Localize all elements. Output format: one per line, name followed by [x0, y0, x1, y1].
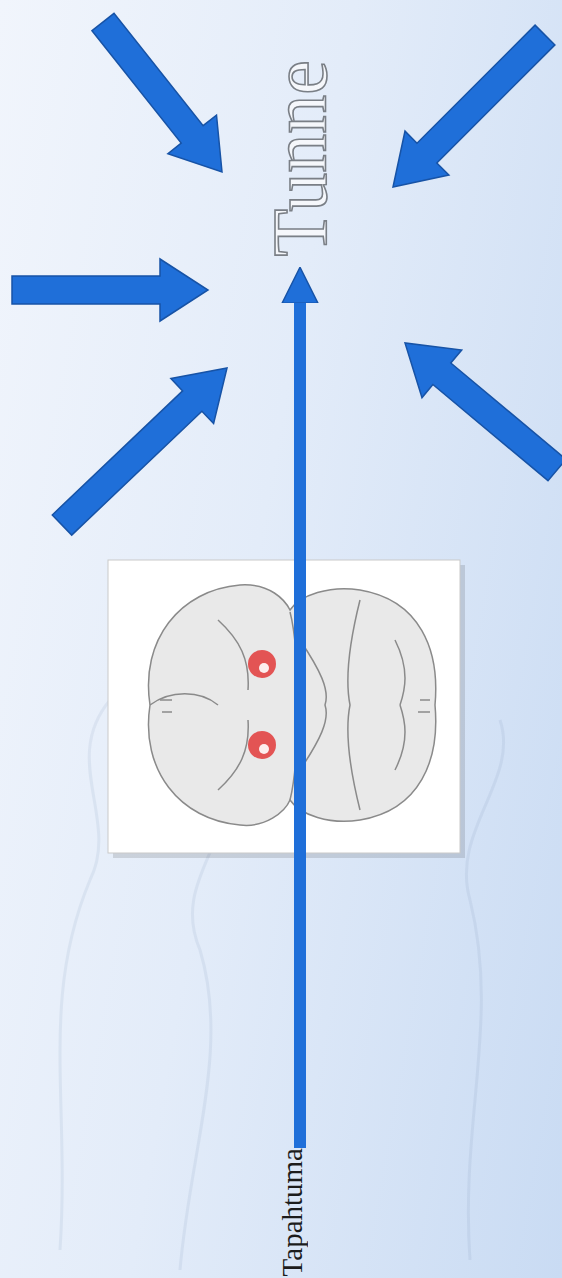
block-arrow — [405, 343, 562, 481]
text-node: Tunne — [261, 60, 339, 257]
block-arrows — [12, 13, 562, 535]
node-label: Tunne — [256, 60, 343, 257]
brain-picture — [108, 560, 465, 858]
block-arrow — [92, 13, 222, 172]
block-arrow — [12, 259, 208, 321]
block-arrow — [52, 368, 227, 535]
text-node: Tapahtuma — [278, 1148, 307, 1276]
block-arrow — [393, 25, 555, 187]
arrow-connector — [294, 278, 306, 1148]
node-label: Tapahtuma — [276, 1148, 308, 1276]
